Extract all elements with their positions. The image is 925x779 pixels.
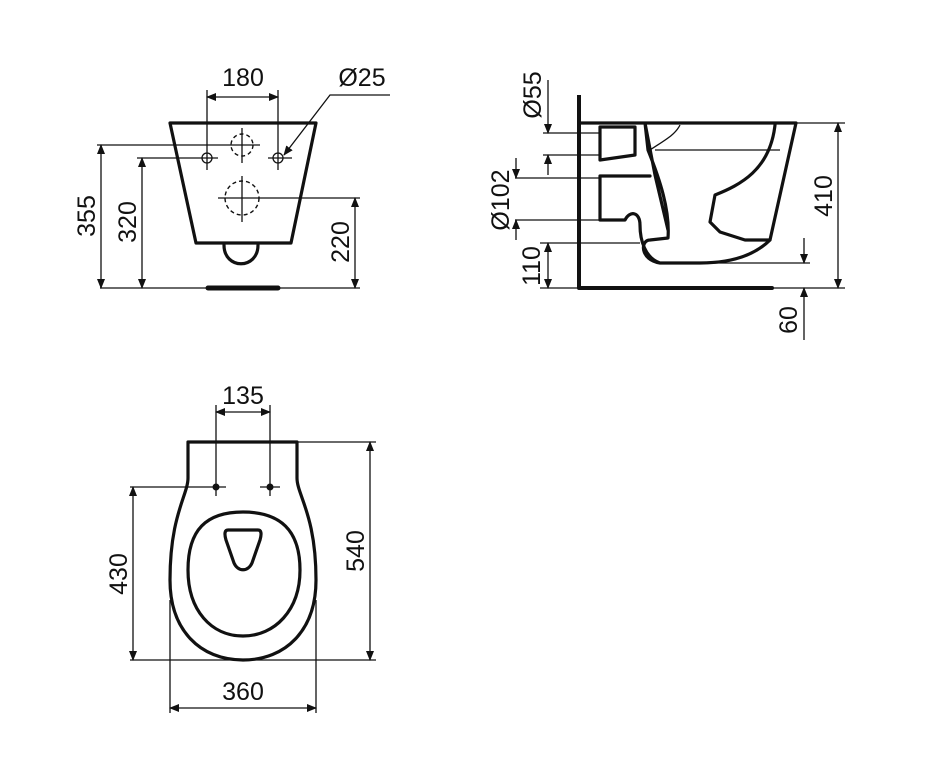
dim-540: 540 xyxy=(342,530,370,572)
dim-220: 220 xyxy=(327,221,355,263)
seat-outline xyxy=(186,510,302,638)
dim-360: 360 xyxy=(222,678,264,706)
front-view: 180 Ø25 355 320 220 xyxy=(73,64,390,291)
bowl-side-outline xyxy=(579,121,798,265)
dim-diameter-25: Ø25 xyxy=(338,64,385,92)
fixing-hole-left xyxy=(201,152,213,164)
fixing-hole-left-top xyxy=(212,483,220,491)
dim-180: 180 xyxy=(222,64,264,92)
dim-410: 410 xyxy=(810,175,838,217)
dim-355: 355 xyxy=(73,195,101,237)
dim-320: 320 xyxy=(114,201,142,243)
bowl-top-outline xyxy=(168,440,318,662)
dim-430: 430 xyxy=(105,553,133,595)
fixing-hole-right xyxy=(272,152,284,164)
top-view: 135 430 540 360 xyxy=(105,382,376,713)
dim-135: 135 xyxy=(222,382,264,410)
lid-handle xyxy=(223,528,263,572)
fixing-hole-right-top xyxy=(266,483,274,491)
dim-60: 60 xyxy=(775,306,803,334)
side-view: 410 Ø55 Ø102 110 60 xyxy=(487,71,845,340)
bowl-front-outline xyxy=(168,121,318,245)
dim-110: 110 xyxy=(518,246,546,286)
outlet-bump xyxy=(222,243,260,266)
dim-diameter-55: Ø55 xyxy=(519,71,547,118)
dim-diameter-102: Ø102 xyxy=(487,169,515,230)
